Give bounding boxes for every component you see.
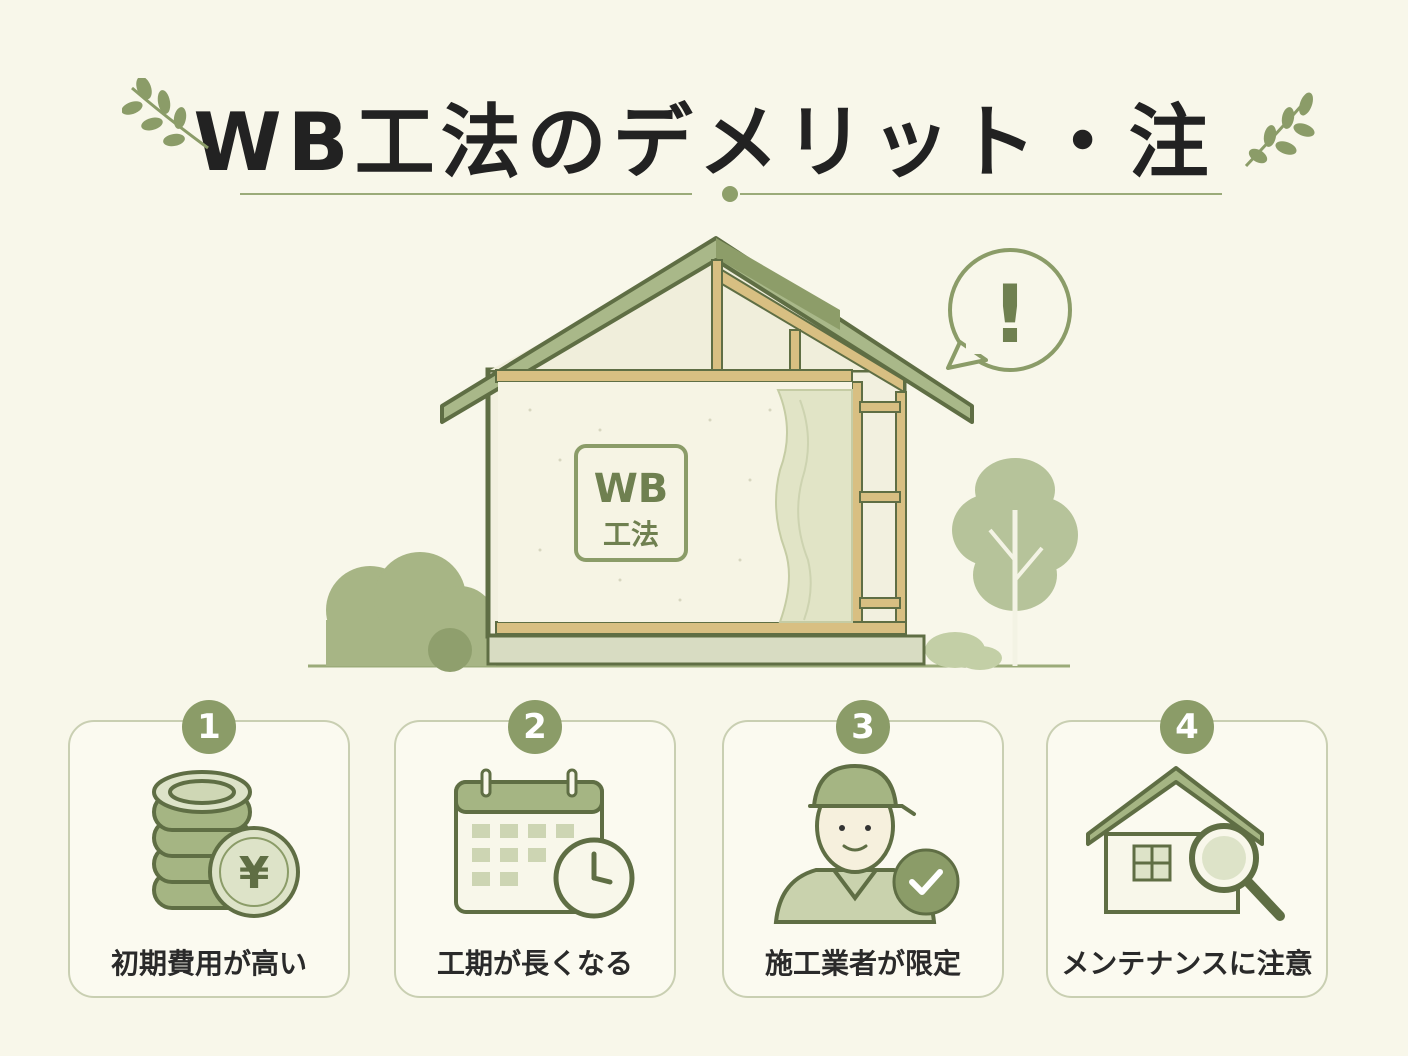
leaf-sprig-icon xyxy=(1244,92,1315,168)
leaf-sprig-icon xyxy=(122,78,209,150)
card-label: メンテナンスに注意 xyxy=(1061,947,1313,980)
card-initial-cost: ¥ 初期費用が高い xyxy=(68,720,350,998)
card-maintenance: メンテナンスに注意 xyxy=(1046,720,1328,998)
worker-check-icon xyxy=(773,763,960,924)
card-number-badge: 3 xyxy=(836,700,890,754)
house-scene: WB 工法 ! xyxy=(308,236,1078,672)
svg-text:!: ! xyxy=(992,268,1028,361)
card-label: 初期費用が高い xyxy=(110,947,307,980)
svg-text:¥: ¥ xyxy=(239,848,270,899)
divider-dot xyxy=(722,186,738,202)
card-long-construction: 工期が長くなる xyxy=(394,720,676,998)
card-number-badge: 2 xyxy=(508,700,562,754)
wb-badge-line1: WB xyxy=(594,466,669,512)
house-magnifier-icon xyxy=(1086,766,1285,921)
calendar-clock-icon xyxy=(454,768,635,919)
card-number-badge: 1 xyxy=(182,700,236,754)
speech-bubble-alert-icon: ! xyxy=(946,248,1072,372)
tree-icon xyxy=(925,458,1078,670)
card-number-badge: 4 xyxy=(1160,700,1214,754)
wb-badge-line2: 工法 xyxy=(603,518,659,551)
page-title: WB工法のデメリット・注 xyxy=(193,96,1215,189)
card-label: 工期が長くなる xyxy=(436,947,633,980)
coins-yen-icon: ¥ xyxy=(152,770,300,918)
card-label: 施工業者が限定 xyxy=(764,947,961,980)
wb-badge xyxy=(574,444,688,562)
card-limited-contractors: 施工業者が限定 xyxy=(722,720,1004,998)
bush-icon xyxy=(326,552,496,672)
title-divider xyxy=(240,186,1222,202)
